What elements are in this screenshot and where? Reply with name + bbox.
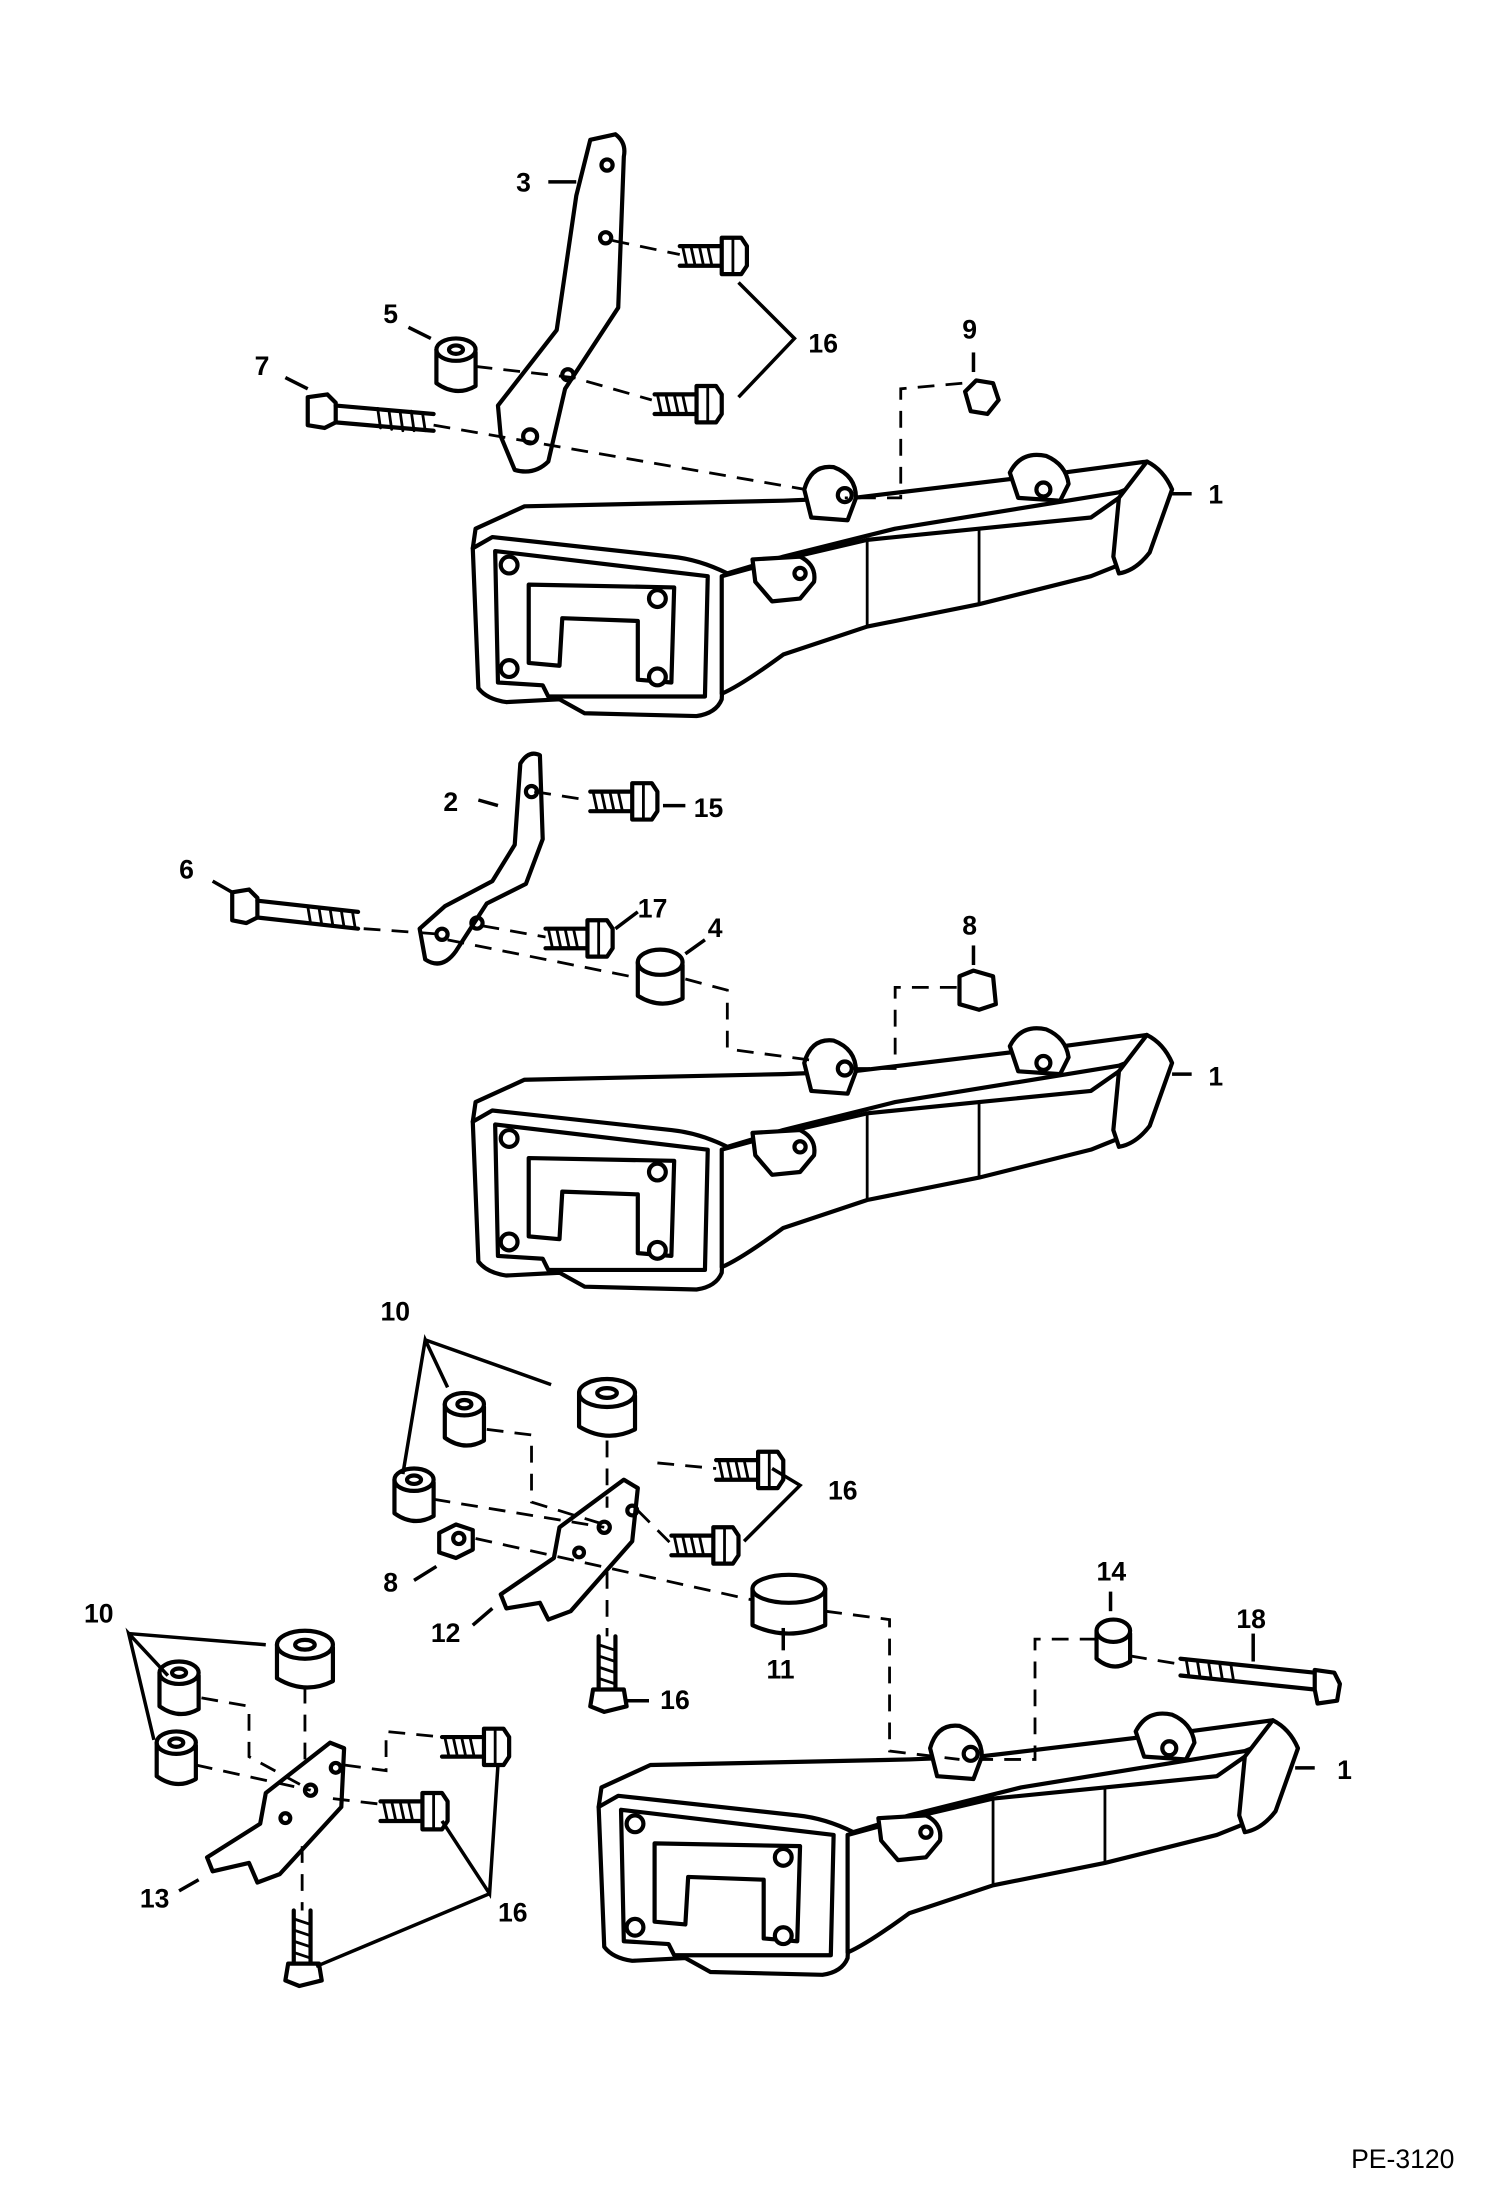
bolt-16-d (671, 1527, 738, 1563)
assembly-middle: 2 15 6 17 4 8 1 (179, 751, 1223, 1290)
bolt-16-lower (655, 386, 722, 422)
callout-16-vertical: 16 (660, 1685, 690, 1715)
figure-id: PE-3120 (1351, 2144, 1454, 2174)
spacer-10-a (445, 1393, 484, 1446)
callout-17: 17 (638, 893, 668, 923)
nut-9 (962, 378, 1001, 417)
bolt-16-vertical (588, 1634, 629, 1714)
bolt-16-e (442, 1729, 509, 1765)
bolt-15 (590, 783, 657, 819)
callout-2: 2 (443, 787, 458, 817)
callout-8-bottom: 8 (383, 1568, 398, 1598)
bracket-2 (417, 751, 545, 966)
callout-1-top: 1 (1208, 479, 1223, 509)
frame-part-3 (599, 1714, 1298, 1975)
bolt-16-upper (680, 238, 747, 274)
callout-15: 15 (694, 793, 724, 823)
callout-16-middle: 16 (828, 1475, 858, 1505)
assembly-bracket-13: 10 16 13 (84, 1598, 528, 1989)
callout-1-middle: 1 (1208, 1061, 1223, 1091)
callout-13: 13 (140, 1884, 170, 1914)
callout-1-bottom: 1 (1337, 1755, 1352, 1785)
callout-5: 5 (383, 299, 398, 329)
bolt-17 (546, 920, 613, 956)
bolt-18 (1178, 1656, 1343, 1706)
bolt-16-vertical-2 (283, 1908, 324, 1989)
bolt-16-f (380, 1793, 447, 1829)
callout-7: 7 (255, 351, 270, 381)
callout-18: 18 (1236, 1604, 1266, 1634)
bracket-3 (495, 132, 627, 474)
nut-8-bottom (437, 1522, 475, 1561)
assembly-bottom: 10 16 8 12 11 16 14 18 1 (380, 1296, 1352, 1975)
callout-6: 6 (179, 854, 194, 884)
callout-16-lower: 16 (498, 1898, 528, 1928)
spacer-4 (635, 947, 685, 1006)
spacer-10-c (576, 1376, 638, 1438)
frame-part-1 (473, 455, 1172, 716)
spacer-10-d (159, 1662, 198, 1715)
bolt-6 (230, 887, 361, 931)
callout-10-middle: 10 (380, 1296, 410, 1326)
callout-8-middle: 8 (962, 910, 977, 940)
callout-3: 3 (516, 168, 531, 198)
callout-16-top: 16 (808, 328, 838, 358)
callout-12: 12 (431, 1618, 461, 1648)
spacer-10-f (274, 1628, 336, 1690)
callout-14: 14 (1097, 1556, 1127, 1586)
spacer-11 (750, 1572, 828, 1636)
callout-9: 9 (962, 314, 977, 344)
bolt-7 (305, 392, 436, 433)
frame-part-2 (473, 1028, 1172, 1289)
nut-8-middle (957, 968, 998, 1012)
callout-4: 4 (708, 913, 723, 943)
bracket-13 (204, 1740, 347, 1885)
assembly-top: 3 5 7 9 16 1 (255, 132, 1223, 716)
spacer-10-e (157, 1731, 196, 1784)
bracket-12 (498, 1477, 640, 1622)
washer-14 (1094, 1617, 1133, 1669)
callout-11: 11 (766, 1654, 794, 1684)
spacer-10-b (394, 1469, 433, 1522)
callout-10-lower: 10 (84, 1598, 114, 1628)
spacer-5 (436, 338, 475, 391)
